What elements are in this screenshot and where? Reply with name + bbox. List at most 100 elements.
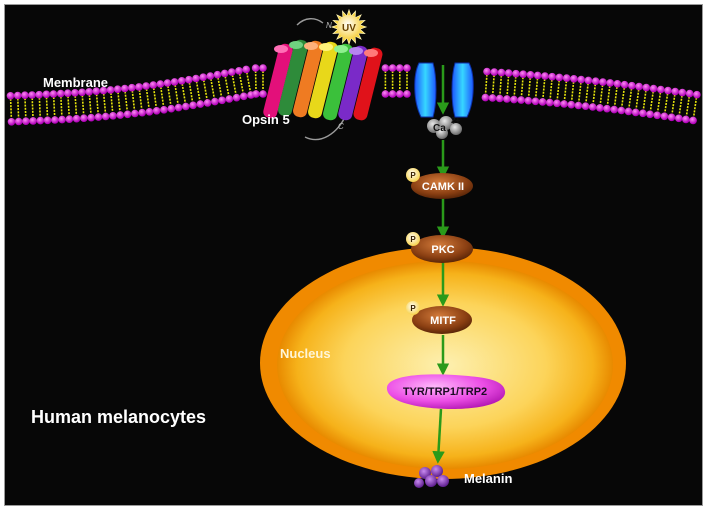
lipid-head [123, 110, 132, 119]
lipid-tail [88, 94, 92, 115]
lipid-head [116, 111, 125, 119]
lipid-head [145, 108, 154, 116]
pkc-label: PKC [431, 244, 454, 256]
lipid-head [135, 83, 143, 91]
lipid-head [381, 90, 390, 98]
lipid-head [613, 80, 622, 88]
lipid-head [570, 75, 578, 83]
lipid-head [657, 85, 665, 94]
c-terminus-label: C [338, 122, 344, 131]
lipid-head [488, 94, 497, 102]
lipid-head [546, 98, 554, 107]
lipid-tail [499, 75, 503, 96]
lipid-head [51, 116, 59, 124]
lipid-head [610, 105, 618, 114]
lipid-tail [67, 96, 70, 117]
lipid-tail [145, 88, 150, 109]
lipid-head [259, 64, 267, 72]
lipid-head [58, 115, 66, 124]
calcium-channel [414, 62, 474, 118]
lipid-head [512, 69, 520, 78]
lipid-tail [620, 87, 626, 108]
lipid-head [553, 99, 561, 108]
lipid-tail [599, 84, 604, 105]
lipid-tail [231, 74, 237, 95]
lipid-tail [24, 98, 27, 119]
lipid-head [206, 72, 215, 80]
lipid-head [588, 103, 597, 111]
lipid-tail [527, 77, 531, 98]
lipid-head [603, 104, 611, 113]
lipid-head [675, 114, 683, 123]
mitf-node [406, 301, 472, 334]
lipid-head [240, 92, 248, 101]
lipid-tail [678, 95, 683, 116]
lipid-head [235, 67, 243, 75]
lipid-head [178, 77, 186, 85]
lipid-tail [160, 86, 165, 107]
lipid-head [685, 89, 694, 98]
lipid-head [555, 73, 564, 82]
lipid-tail [110, 92, 114, 113]
lipid-head [185, 75, 193, 84]
cell-type-label: Human melanocytes [31, 407, 206, 427]
lipid-head [524, 96, 533, 105]
lipid-tail [45, 97, 49, 118]
lipid-head [504, 69, 513, 77]
lipid-head [503, 95, 511, 103]
lipid-tail [577, 82, 582, 103]
lipid-tail [513, 76, 517, 97]
lipid-head [7, 118, 16, 126]
lipid-bilayer [6, 64, 701, 126]
pathway-diagram: N C UV Ca 2+ P CAMK II P PKC P [6, 8, 701, 488]
lipid-head [510, 95, 518, 104]
lipid-head [533, 71, 542, 80]
lipid-head [92, 87, 101, 95]
calcium-label: Ca [433, 123, 446, 134]
lipid-head [213, 70, 222, 79]
lipid-tail [534, 78, 539, 99]
lipid-head [174, 103, 183, 112]
camk-label: CAMK II [422, 181, 464, 193]
lipid-head [29, 117, 37, 125]
nucleus-label: Nucleus [280, 346, 331, 361]
lipid-tail [238, 73, 244, 94]
lipid-head [72, 114, 81, 123]
lipid-tail [188, 82, 194, 103]
lipid-head [693, 90, 701, 99]
lipid-head [71, 89, 79, 97]
lipid-head [138, 108, 146, 117]
nucleus-inner [277, 261, 613, 469]
lipid-head [541, 72, 549, 80]
tyr-node [386, 374, 506, 409]
lipid-tail [692, 97, 698, 118]
lipid-tail [649, 91, 654, 112]
lipid-head [35, 90, 43, 99]
lipid-tail [124, 91, 129, 112]
lipid-tail [520, 77, 524, 98]
lipid-head [628, 81, 636, 90]
lipid-head [631, 108, 640, 117]
lipid-head [36, 116, 45, 125]
lipid-head [599, 78, 607, 86]
lipid-tail [9, 98, 13, 119]
lipid-tail [38, 97, 41, 118]
lipid-head [481, 93, 490, 102]
lipid-head [99, 86, 108, 95]
lipid-head [671, 87, 679, 96]
lipid-tail [628, 88, 633, 109]
lipid-head [606, 79, 614, 87]
lipid-tail [81, 95, 85, 116]
lipid-head [225, 95, 234, 103]
opsin-5-receptor [263, 18, 383, 141]
tyr-label: TYR/TRP1/TRP2 [403, 386, 487, 398]
lipid-head [203, 99, 212, 107]
membrane-label: Membrane [43, 75, 108, 90]
melanin-label: Melanin [464, 471, 512, 486]
arrow-tyr-melanin [432, 408, 445, 464]
pkc-node [406, 232, 473, 263]
n-terminus-label: N [326, 21, 332, 30]
lipid-head [678, 88, 687, 97]
lipid-head [182, 102, 190, 111]
lipid-tail [17, 98, 20, 119]
